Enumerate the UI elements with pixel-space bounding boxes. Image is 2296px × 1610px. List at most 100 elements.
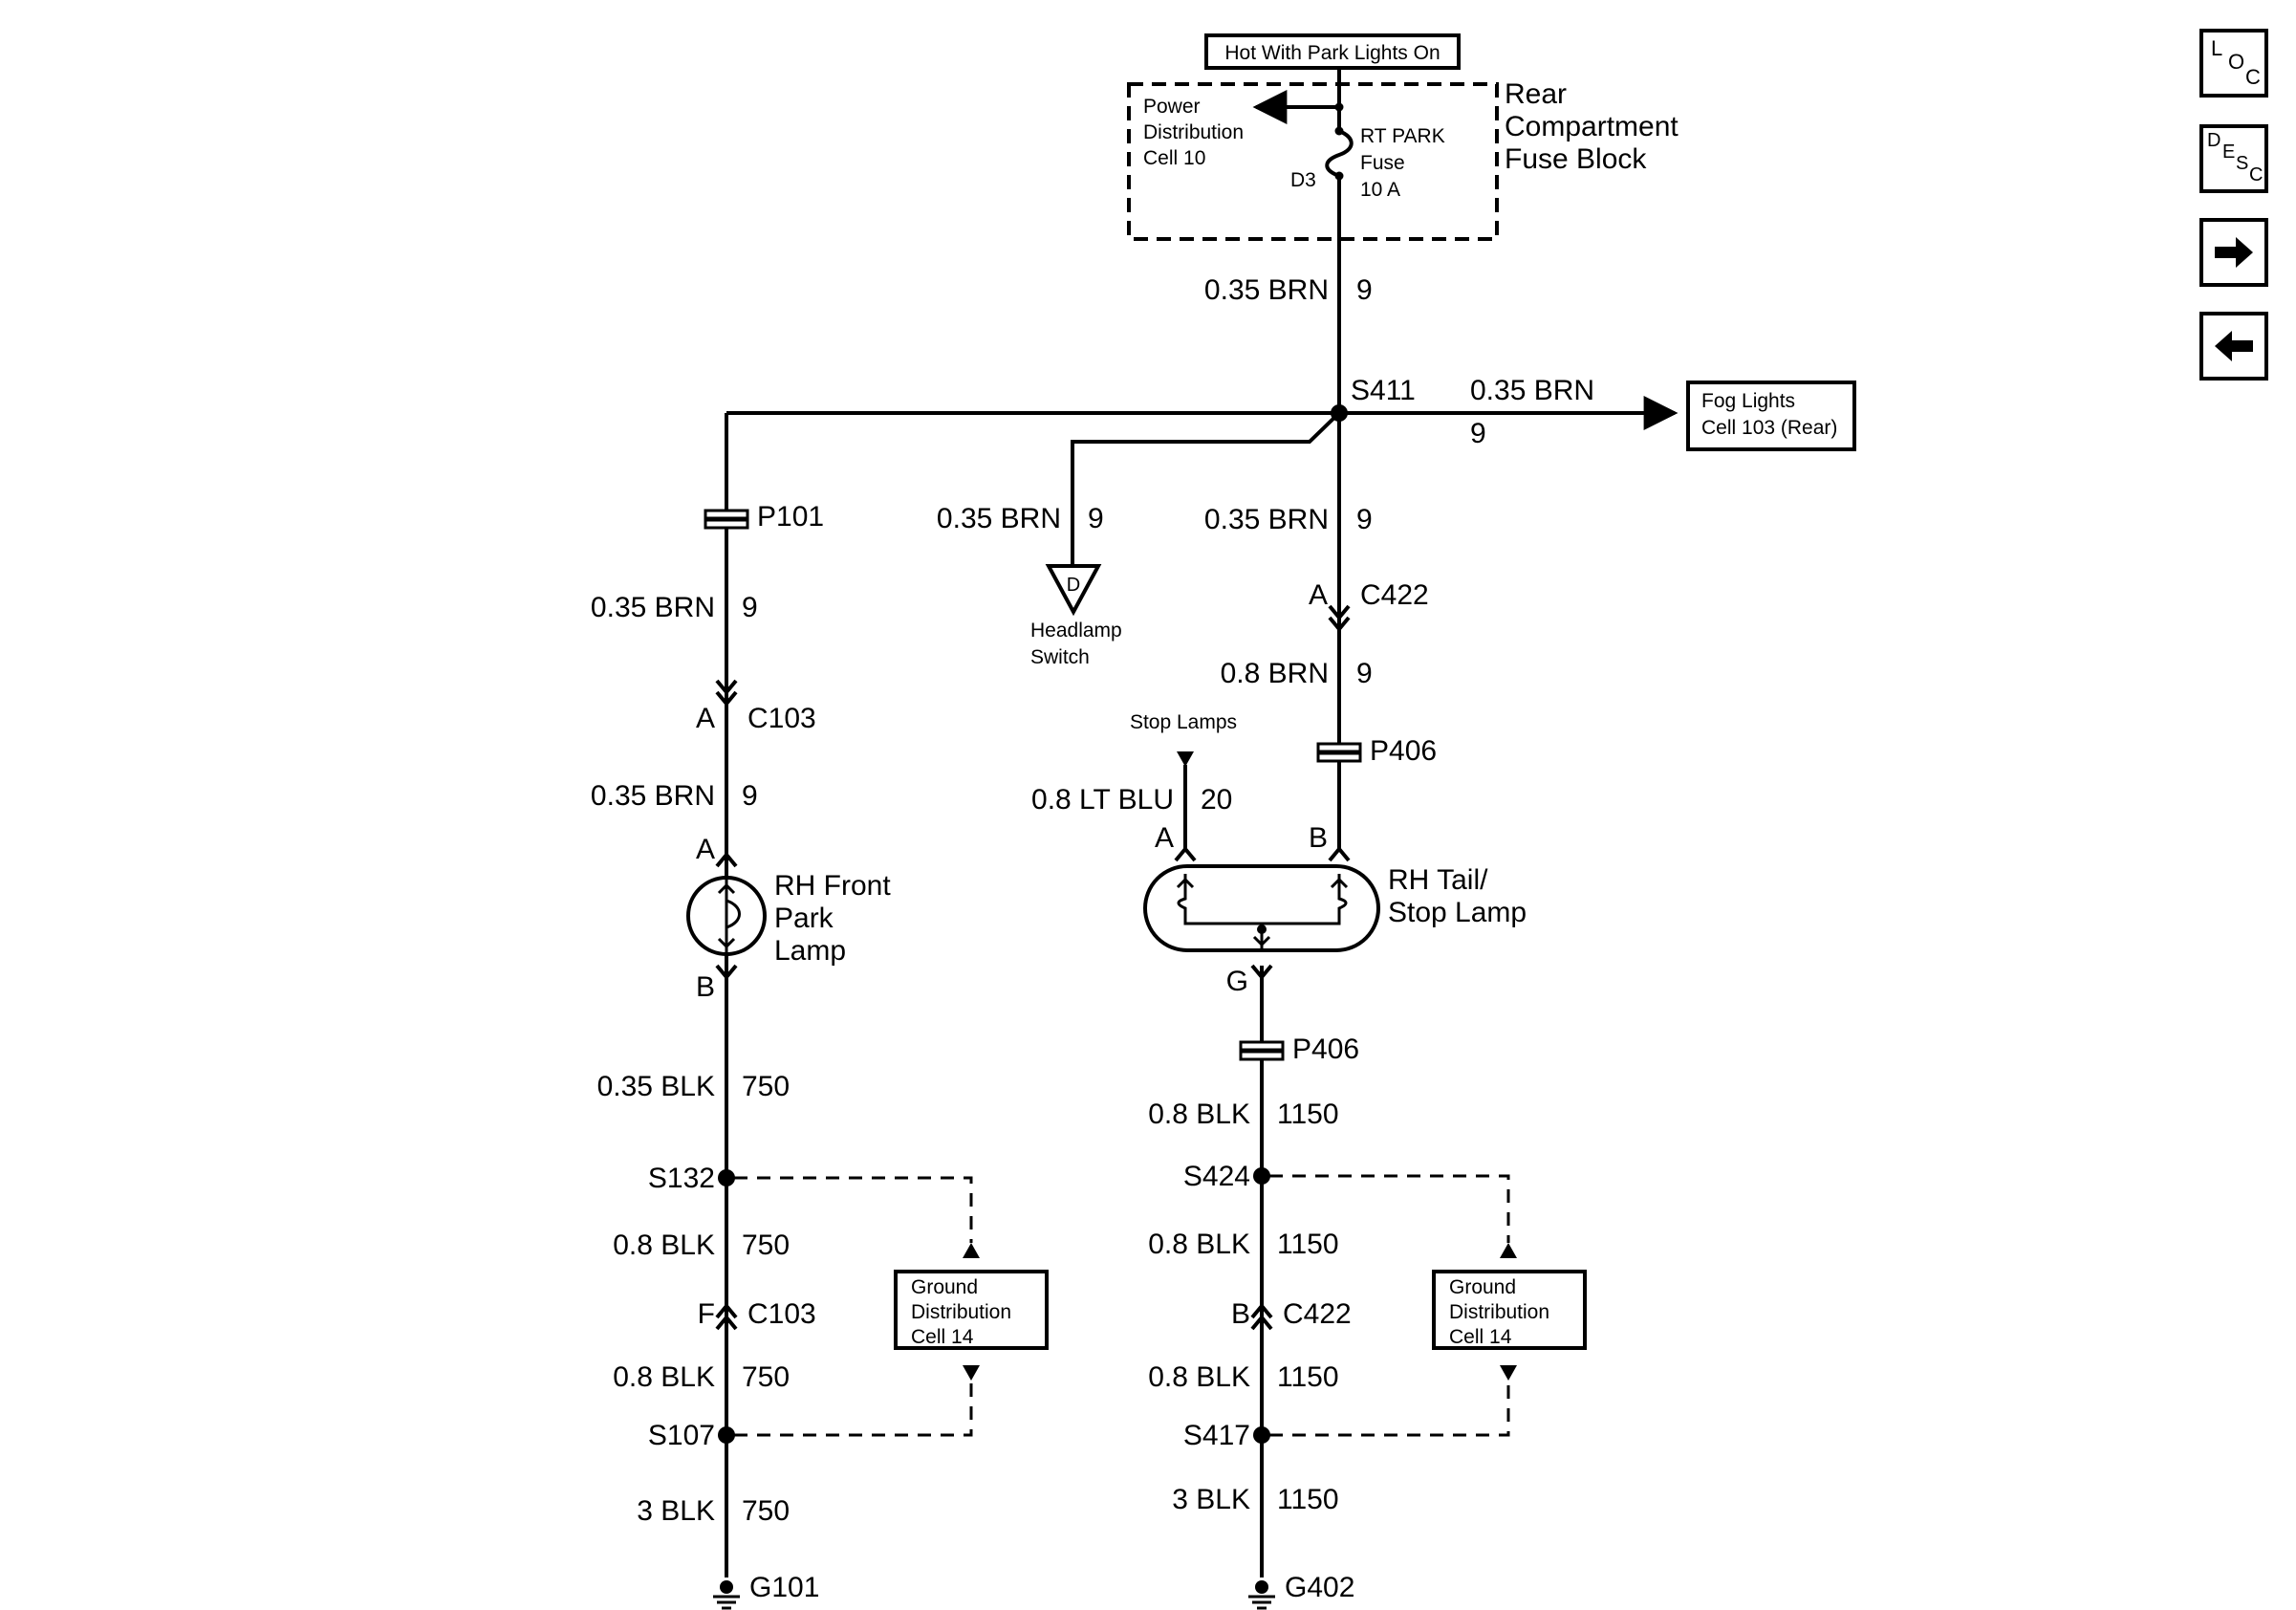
splice-s132-label: S132 [648,1163,715,1194]
ground-distribution-right: Ground Distribution Cell 14 [1432,1270,1587,1350]
wire-l4-circuit: 750 [742,1495,790,1527]
splice-s132-dot [718,1169,735,1186]
connector-p406-top: P406 [1316,735,1437,767]
ground-g402-icon [1255,1580,1268,1594]
loc-button[interactable]: L O C [2199,29,2268,98]
headlamp-switch-line-2: Switch [1030,646,1090,668]
tail-lamp-bulb-icon [1143,864,1380,952]
loc-letter-c: C [2245,65,2261,89]
fog-lights-line-2: Cell 103 (Rear) [1701,417,1837,439]
wire-l3-gauge: 0.8 BLK [613,1361,715,1393]
fuse-rating: 10 A [1360,179,1400,201]
desc-letter-c: C [2249,164,2264,185]
connector-c422-bottom: B C422 [1231,1298,1352,1331]
headlamp-switch-line-1: Headlamp [1030,620,1122,642]
wire-r4-gauge: 3 BLK [1172,1484,1250,1515]
loc-letter-l: L [2211,36,2223,60]
wire-left-mid-gauge: 0.35 BRN [591,780,715,812]
wire-r4-circuit: 1150 [1277,1484,1339,1515]
ground-g402: G402 [1248,1572,1354,1610]
wire-r1-gauge: 0.8 BLK [1148,1099,1250,1130]
ground-g101-label: G101 [749,1572,819,1603]
rear-compartment-fuse-block: Rear Compartment Fuse Block Power Distri… [1127,78,1679,241]
fuse-block-title-2: Compartment [1505,111,1679,142]
tail-lamp-line-1: RH Tail/ [1388,864,1488,896]
splice-s424-label: S424 [1183,1161,1250,1192]
stop-lamps-arrow-icon [1177,751,1194,767]
wire-l2-circuit: 750 [742,1229,790,1261]
connector-c422-bottom-label: C422 [1283,1298,1352,1330]
wire-fog-gauge: 0.35 BRN [1470,375,1594,406]
fuse-name: RT PARK [1360,125,1445,147]
connector-p101-label: P101 [757,501,824,533]
wire-r2-gauge: 0.8 BLK [1148,1229,1250,1260]
desc-letter-e: E [2222,141,2236,163]
wire-top-circuit: 9 [1356,274,1373,306]
fog-lights-line-1: Fog Lights [1701,390,1795,412]
wire-left-upper-circuit: 9 [742,592,758,623]
forward-button[interactable] [2199,218,2268,287]
desc-letter-d: D [2207,130,2221,151]
ground-left-line-3: Cell 14 [911,1326,974,1348]
connector-c422-top: A C422 [1309,579,1429,633]
wire-l1-circuit: 750 [742,1071,790,1102]
ground-right-line-2: Distribution [1449,1301,1549,1323]
connector-c103-bottom: F C103 [698,1298,816,1331]
tail-lamp-pin-g: G [1226,966,1248,997]
headlamp-switch-icon [1045,564,1102,617]
connector-c103-bottom-pin: F [698,1298,715,1330]
front-lamp-pin-a: A [696,834,715,865]
wire-r2-circuit: 1150 [1277,1229,1339,1260]
tail-lamp-pin-a: A [1155,822,1174,854]
wire-l1-gauge: 0.35 BLK [597,1071,715,1102]
tail-lamp-pin-b: B [1309,822,1328,854]
rh-tail-stop-lamp: A B G RH Tail/ Stop Lamp [1143,822,1527,997]
power-dist-line-1: Power [1143,96,1201,118]
wire-r3-gauge: 0.8 BLK [1148,1361,1250,1393]
fuse-block-title-1: Rear [1505,78,1567,110]
ground-left-line-1: Ground [911,1276,978,1298]
wire-right-upper-circuit: 9 [1356,504,1373,535]
splice-s107-dot [718,1426,735,1444]
loc-letter-o: O [2228,50,2245,74]
wire-l2-gauge: 0.8 BLK [613,1229,715,1261]
hot-with-box: Hot With Park Lights On [1204,33,1461,70]
fuse-terminal: D3 [1290,169,1316,191]
wire-headlamp-gauge: 0.35 BRN [937,503,1061,534]
back-button[interactable] [2199,312,2268,381]
connector-c103-top-label: C103 [747,703,816,734]
wire-stop-gauge: 0.8 LT BLU [1031,784,1174,816]
fuse-word: Fuse [1360,152,1405,174]
ground-distribution-left: Ground Distribution Cell 14 [894,1270,1049,1350]
front-lamp-pin-b: B [696,971,715,1003]
wire-fog-circuit: 9 [1470,418,1486,449]
wire-left-mid-circuit: 9 [742,780,758,812]
arrow-left-icon [2215,331,2253,361]
fog-lights-box: Fog Lights Cell 103 (Rear) [1686,381,1856,451]
connector-c422-top-label: C422 [1360,579,1429,611]
desc-button[interactable]: D E S C [2199,124,2268,193]
connector-c103-top-pin: A [696,703,715,734]
ground-g101: G101 [713,1572,819,1610]
wire-left-upper-gauge: 0.35 BRN [591,592,715,623]
ground-right-line-3: Cell 14 [1449,1326,1512,1348]
rh-front-park-lamp: A B RH Front Park Lamp [686,834,891,1003]
front-lamp-line-3: Lamp [774,935,846,967]
headlamp-switch: D Headlamp Switch [1030,564,1122,668]
tail-lamp-line-2: Stop Lamp [1388,897,1527,928]
hot-with-label: Hot With Park Lights On [1224,42,1440,64]
wire-top-gauge: 0.35 BRN [1204,274,1329,306]
wire-r1-circuit: 1150 [1277,1099,1339,1130]
wire-l4-gauge: 3 BLK [637,1495,715,1527]
power-dist-line-2: Distribution [1143,121,1244,143]
stop-lamps-label: Stop Lamps [1130,711,1237,733]
splice-s107-label: S107 [648,1420,715,1451]
connector-c422-bottom-pin: B [1231,1298,1250,1330]
splice-s424-dot [1253,1167,1270,1185]
connector-p406-bottom: P406 [1239,1033,1359,1065]
ground-left-line-2: Distribution [911,1301,1011,1323]
arrow-right-icon [2215,237,2253,268]
desc-letter-s: S [2236,153,2249,174]
headlamp-switch-pin: D [1067,575,1080,596]
